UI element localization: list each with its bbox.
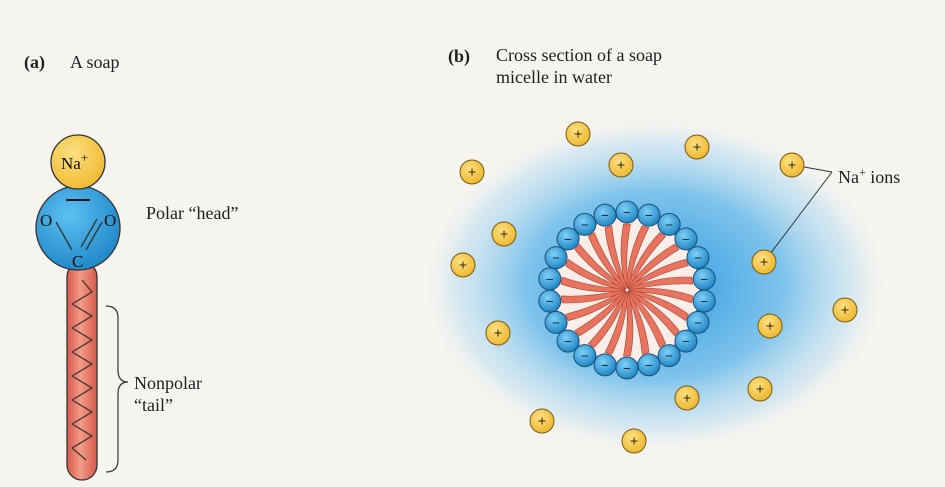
micelle-head-charge: − [581,218,589,233]
micelle-head-charge: − [546,273,554,288]
micelle-head-charge: − [645,359,653,374]
micelle-head-charge: − [564,233,572,248]
sodium-ion-charge: + [468,165,477,181]
sodium-ion-charge: + [841,303,850,319]
micelle-head-charge: − [564,335,572,350]
micelle-head-charge: − [552,252,560,267]
micelle-head-charge: − [546,295,554,310]
sodium-ion-charge: + [538,414,547,430]
sodium-ion-charge: + [494,326,503,342]
micelle-head-charge: − [694,316,702,331]
micelle-head-charge: − [665,218,673,233]
sodium-ion-charge: + [760,255,769,271]
micelle-head-charge: − [601,359,609,374]
micelle-head-charge: − [682,233,690,248]
sodium-ion-charge: + [630,434,639,450]
micelle-head-charge: − [623,206,631,221]
micelle-head-charge: − [601,209,609,224]
sodium-ion-charge: + [500,227,509,243]
sodium-ion-charge: + [459,258,468,274]
micelle-head-charge: − [700,295,708,310]
micelle-head-charge: − [694,252,702,267]
sodium-ion-charge: + [617,158,626,174]
sodium-ion-charge: + [788,158,797,174]
micelle-head-charge: − [682,335,690,350]
micelle-head-charge: − [645,209,653,224]
micelle-head-charge: − [700,273,708,288]
micelle-head-charge: − [665,350,673,365]
micelle-head-charge: − [552,316,560,331]
sodium-ion-charge: + [756,382,765,398]
sodium-ion-charge: + [766,319,775,335]
micelle-head-charge: − [581,350,589,365]
sodium-ion-charge: + [683,391,692,407]
micelle-head-charge: − [623,362,631,377]
sodium-ion-charge: + [693,140,702,156]
sodium-ion-charge: + [574,127,583,143]
